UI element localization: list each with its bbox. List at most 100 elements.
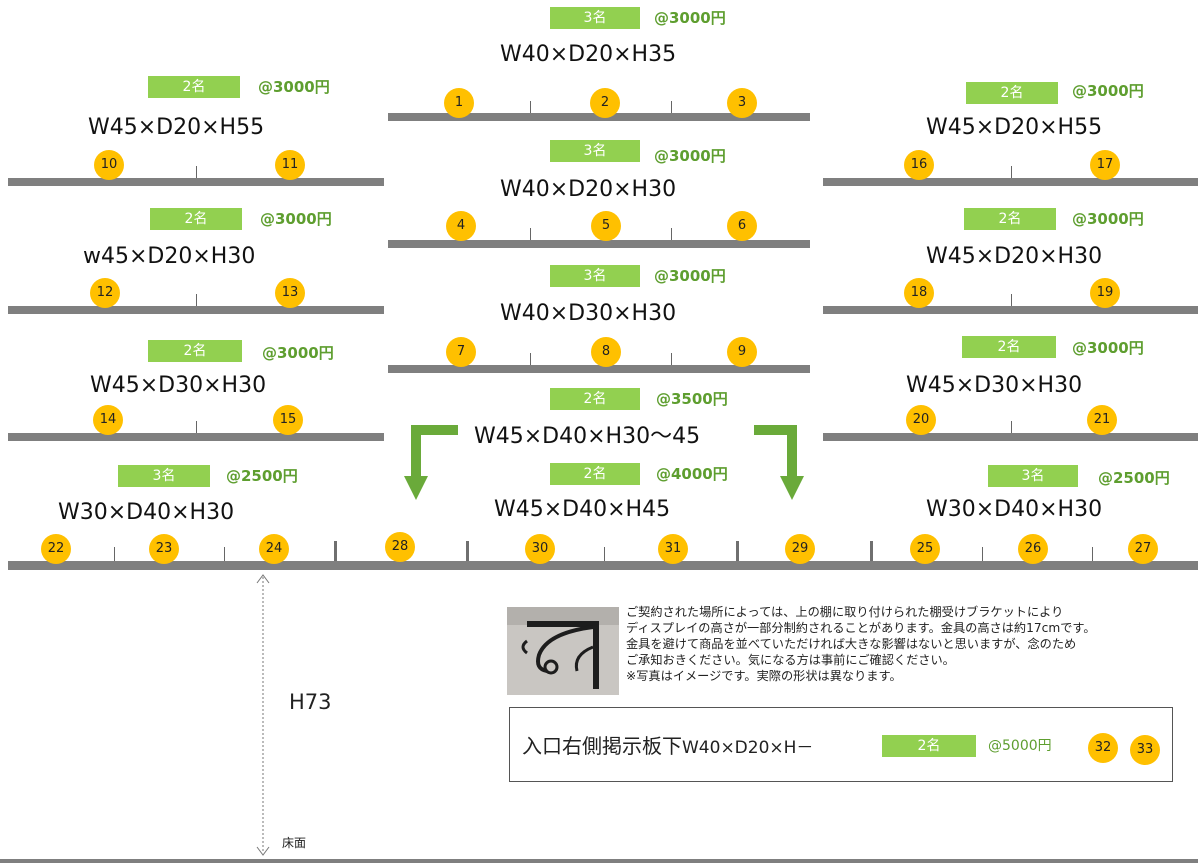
shelf-divider — [671, 101, 672, 113]
price-right-2: @3000円 — [1072, 210, 1144, 228]
slot-number[interactable]: 20 — [906, 405, 936, 435]
shelf-divider — [530, 101, 531, 113]
capacity-badge-left-3: 2名 — [148, 340, 242, 362]
entrance-location: 入口右側掲示板下 — [522, 734, 682, 758]
price-right-3: @3000円 — [1072, 339, 1144, 357]
section-divider — [334, 541, 337, 561]
shelf-right-1 — [823, 178, 1198, 186]
capacity-badge-center-3: 3名 — [550, 265, 640, 287]
section-divider — [870, 541, 873, 561]
shelf-center-2 — [388, 240, 810, 248]
price-top-center: @3000円 — [654, 9, 726, 27]
shelf-left-2 — [8, 306, 384, 314]
entrance-box — [509, 707, 1173, 782]
slot-number[interactable]: 8 — [591, 337, 621, 367]
slot-number[interactable]: 31 — [658, 534, 688, 564]
slot-number[interactable]: 18 — [904, 278, 934, 308]
slot-number[interactable]: 15 — [273, 405, 303, 435]
price-center-3: @3000円 — [654, 267, 726, 285]
capacity-badge-bottom-right: 3名 — [988, 465, 1078, 487]
price-right-1: @3000円 — [1072, 82, 1144, 100]
slot-number[interactable]: 29 — [785, 534, 815, 564]
slot-number[interactable]: 17 — [1090, 150, 1120, 180]
note-line: ディスプレイの高さが一部分制約されることがあります。金具の高さは約17cmです。 — [626, 621, 1096, 635]
capacity-badge-center-4: 2名 — [550, 388, 640, 410]
slot-number[interactable]: 9 — [727, 337, 757, 367]
note-line: ※写真はイメージです。実際の形状は異なります。 — [626, 669, 902, 683]
height-dimension-arrow — [256, 574, 270, 856]
slot-number[interactable]: 5 — [591, 211, 621, 241]
price-bottom-center: @4000円 — [656, 465, 728, 483]
slot-number[interactable]: 30 — [525, 534, 555, 564]
arrow-down-right-icon — [754, 425, 804, 500]
price-left-2: @3000円 — [260, 210, 332, 228]
dimension-center-4: W45×D40×H30〜45 — [474, 424, 701, 449]
entrance-label: 入口右側掲示板下W40×D20×H－ — [522, 734, 813, 760]
floor-label: 床面 — [282, 836, 307, 850]
slot-number[interactable]: 23 — [149, 534, 179, 564]
slot-number[interactable]: 3 — [727, 88, 757, 118]
dimension-bottom-center: W45×D40×H45 — [494, 497, 671, 522]
slot-number[interactable]: 16 — [904, 150, 934, 180]
height-label: H73 — [289, 690, 332, 714]
shelf-divider — [224, 547, 225, 561]
slot-number[interactable]: 26 — [1018, 534, 1048, 564]
bracket-photo — [507, 607, 619, 695]
price-entrance: @5000円 — [988, 738, 1052, 754]
shelf-divider — [530, 228, 531, 240]
slot-number[interactable]: 19 — [1090, 278, 1120, 308]
section-divider — [736, 541, 739, 561]
price-bottom-right: @2500円 — [1098, 469, 1170, 487]
dimension-right-3: W45×D30×H30 — [906, 373, 1083, 398]
slot-number[interactable]: 7 — [446, 337, 476, 367]
note-line: ご承知おきください。気になる方は事前にご確認ください。 — [626, 653, 955, 667]
slot-number[interactable]: 32 — [1088, 733, 1118, 763]
price-bottom-left: @2500円 — [226, 467, 298, 485]
slot-number[interactable]: 6 — [727, 211, 757, 241]
capacity-badge-entrance: 2名 — [882, 735, 976, 757]
dimension-left-2: w45×D20×H30 — [83, 244, 256, 269]
slot-number[interactable]: 11 — [275, 150, 305, 180]
slot-number[interactable]: 14 — [93, 405, 123, 435]
shelf-divider — [671, 353, 672, 365]
slot-number[interactable]: 13 — [275, 278, 305, 308]
slot-number[interactable]: 27 — [1128, 534, 1158, 564]
shelf-divider — [196, 421, 197, 433]
price-center-4: @3500円 — [656, 390, 728, 408]
capacity-badge-center-2: 3名 — [550, 140, 640, 162]
shelf-left-1 — [8, 178, 384, 186]
capacity-badge-right-3: 2名 — [962, 336, 1056, 358]
dimension-left-3: W45×D30×H30 — [90, 373, 267, 398]
slot-number[interactable]: 12 — [90, 278, 120, 308]
dimension-left-1: W45×D20×H55 — [88, 115, 265, 140]
note-line: ご契約された場所によっては、上の棚に取り付けられた棚受けブラケットにより — [626, 605, 1064, 619]
shelf-divider — [1011, 166, 1012, 178]
capacity-badge-right-2: 2名 — [964, 208, 1056, 230]
shelf-divider — [114, 547, 115, 561]
capacity-badge-top-center: 3名 — [550, 7, 640, 29]
shelf-divider — [1011, 421, 1012, 433]
slot-number[interactable]: 22 — [41, 534, 71, 564]
slot-number[interactable]: 10 — [94, 150, 124, 180]
shelf-divider — [604, 547, 605, 561]
section-divider — [466, 541, 469, 561]
capacity-badge-left-2: 2名 — [150, 208, 242, 230]
entrance-dimension: W40×D20×H－ — [682, 738, 814, 758]
shelf-left-3 — [8, 433, 384, 441]
slot-number[interactable]: 25 — [910, 534, 940, 564]
shelf-right-2 — [823, 306, 1198, 314]
capacity-badge-bottom-left: 3名 — [118, 465, 210, 487]
slot-number[interactable]: 2 — [590, 88, 620, 118]
slot-number[interactable]: 28 — [385, 532, 415, 562]
arrow-down-left-icon — [404, 425, 458, 500]
slot-number[interactable]: 33 — [1130, 735, 1160, 765]
slot-number[interactable]: 1 — [444, 88, 474, 118]
shelf-divider — [1092, 547, 1093, 561]
slot-number[interactable]: 4 — [446, 211, 476, 241]
dimension-top-center: W40×D20×H35 — [500, 42, 677, 67]
shelf-center-3 — [388, 365, 810, 373]
slot-number[interactable]: 21 — [1087, 405, 1117, 435]
shelf-right-3 — [823, 433, 1198, 441]
shelf-divider — [530, 353, 531, 365]
slot-number[interactable]: 24 — [259, 534, 289, 564]
